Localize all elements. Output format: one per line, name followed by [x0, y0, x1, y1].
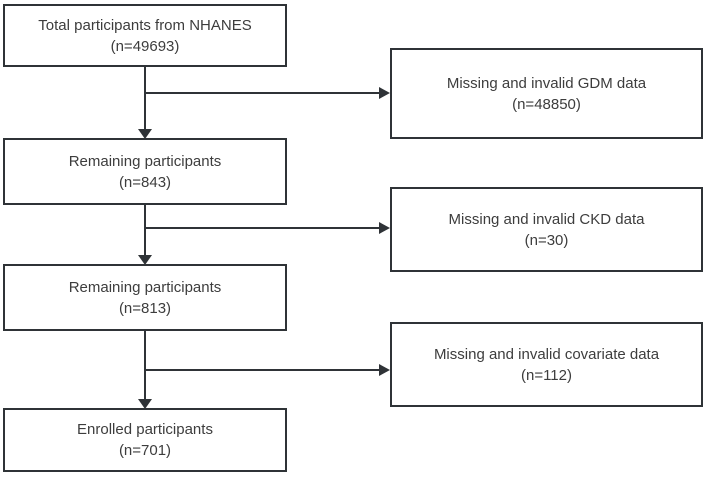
- box-remaining-843-label: Remaining participants: [68, 152, 222, 170]
- box-total-participants: Total participants from NHANES (n=49693): [3, 4, 287, 67]
- box-excluded-covariate-label: Missing and invalid covariate data: [433, 345, 660, 363]
- box-excluded-covariate-count: (n=112): [520, 366, 572, 384]
- arrow-remaining813-to-enrolled: [138, 331, 152, 409]
- box-excluded-gdm-label: Missing and invalid GDM data: [446, 74, 647, 92]
- box-excluded-ckd-label: Missing and invalid CKD data: [448, 210, 645, 228]
- box-excluded-gdm-count: (n=48850): [512, 95, 581, 113]
- box-enrolled-count: (n=701): [118, 442, 172, 459]
- box-remaining-participants-843: Remaining participants (n=843): [3, 138, 287, 205]
- arrow-branch-to-gdm-exclusion: [145, 87, 390, 99]
- arrow-branch-to-covariate-exclusion: [145, 364, 390, 376]
- box-total-participants-label: Total participants from NHANES: [38, 16, 252, 34]
- box-remaining-843-count: (n=843): [118, 173, 172, 191]
- box-excluded-ckd: Missing and invalid CKD data (n=30): [390, 187, 703, 272]
- arrow-branch-to-ckd-exclusion: [145, 222, 390, 234]
- box-total-participants-count: (n=49693): [110, 37, 180, 55]
- arrow-total-to-remaining843: [138, 67, 152, 139]
- box-enrolled-participants: Enrolled participants (n=701): [3, 408, 287, 472]
- box-remaining-813-label: Remaining participants: [68, 278, 222, 296]
- box-remaining-813-count: (n=813): [118, 299, 172, 317]
- box-excluded-covariate: Missing and invalid covariate data (n=11…: [390, 322, 703, 407]
- box-enrolled-label: Enrolled participants: [77, 421, 213, 438]
- box-remaining-participants-813: Remaining participants (n=813): [3, 264, 287, 331]
- box-excluded-ckd-count: (n=30): [524, 231, 569, 249]
- box-excluded-gdm: Missing and invalid GDM data (n=48850): [390, 48, 703, 139]
- arrow-remaining843-to-remaining813: [138, 205, 152, 265]
